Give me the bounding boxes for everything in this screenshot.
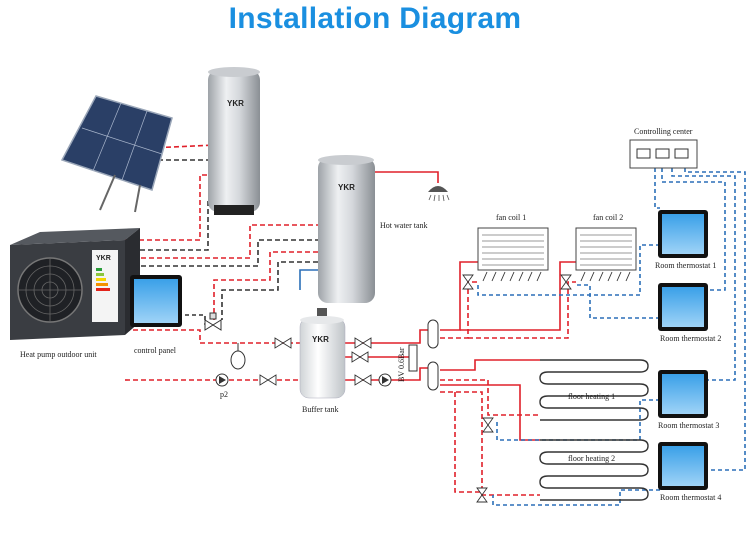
wire-cc-rt3: [671, 168, 736, 381]
room-thermostat-3-label: Room thermostat 3: [658, 421, 719, 430]
heat-pump-label: Heat pump outdoor unit: [20, 350, 97, 359]
pump-p2-label: p2: [220, 390, 228, 399]
manifolds: [427, 319, 439, 391]
controlling-center-label: Controlling center: [634, 127, 693, 136]
heat-pump-outdoor-unit: YKR: [10, 228, 140, 340]
fancoil2-supply: [460, 261, 576, 331]
hot-water-tank: YKR: [318, 155, 375, 303]
fancoil1-supply: [440, 261, 478, 331]
hp-to-tank2-return: [125, 239, 318, 267]
bypass-valve-label: BV 0.6Bar: [397, 347, 406, 382]
bypass-valve: [408, 344, 418, 372]
fan-coil-2-label: fan coil 2: [593, 213, 623, 222]
room-thermostat-1: [658, 210, 708, 258]
floor-heating-2-label: floor heating 2: [568, 454, 615, 463]
fancoil1-return: [440, 281, 478, 339]
cold-water-inlet: [299, 269, 318, 290]
room-thermostat-2: [658, 283, 708, 331]
hp-to-tank2-hot: [125, 224, 318, 259]
fancoil2-return: [468, 281, 576, 339]
tank2-brand: YKR: [338, 183, 355, 192]
pump-p2-icon: [215, 373, 229, 387]
solar-water-tank: YKR: [208, 67, 260, 215]
diagram-title: Installation Diagram: [228, 2, 522, 35]
fan-coil-1-label: fan coil 1: [496, 213, 526, 222]
wire-panel-valve: [185, 314, 206, 325]
floor1-supply: [440, 359, 540, 371]
buffer-tank: YKR: [299, 308, 346, 399]
shower-head-icon: [428, 186, 450, 202]
wire-rt2-fc2: [576, 284, 660, 319]
fan-coil-1: [477, 227, 549, 282]
room-thermostat-4: [658, 442, 708, 490]
wire-cc-rt1: [654, 168, 660, 209]
floor1-return: [440, 379, 540, 416]
tank2-to-valve: [213, 251, 318, 320]
buffer-supply-out: [345, 329, 433, 344]
floor-heating-2: [539, 439, 649, 501]
floor2-valve-line: [454, 392, 482, 493]
wire-rt1-fc1: [477, 244, 660, 296]
hp-supply-line: [125, 329, 300, 344]
wire-rt4-floor2: [492, 489, 660, 506]
hot-water-tank-label: Hot water tank: [380, 221, 428, 230]
room-thermostat-4-label: Room thermostat 4: [660, 493, 721, 502]
three-way-valve-icon: [204, 312, 222, 331]
floor2-return: [440, 391, 540, 496]
tank1-brand: YKR: [227, 99, 244, 108]
control-panel: [130, 275, 182, 327]
buffer-tank-label: Buffer tank: [302, 405, 339, 414]
wire-cc-rt2: [661, 168, 726, 291]
room-thermostat-2-label: Room thermostat 2: [660, 334, 721, 343]
floor-heating-1: [539, 359, 649, 421]
heat-pump-brand: YKR: [96, 255, 111, 262]
floor-heating-1-label: floor heating 1: [568, 392, 615, 401]
controlling-center: [629, 139, 698, 169]
hot-water-outlet: [375, 171, 439, 183]
valves: [259, 274, 572, 503]
buffer-tank-brand: YKR: [312, 335, 329, 344]
wire-cc-rt4: [684, 168, 746, 471]
pump-icon: [378, 373, 392, 387]
tank2-return-valve: [221, 261, 318, 320]
fan-coil-2: [575, 227, 637, 282]
room-thermostat-3: [658, 370, 708, 418]
expansion-vessel-icon: [230, 343, 246, 370]
room-thermostat-1-label: Room thermostat 1: [655, 261, 716, 270]
control-panel-label: control panel: [134, 346, 177, 355]
solar-panel: [60, 95, 173, 213]
